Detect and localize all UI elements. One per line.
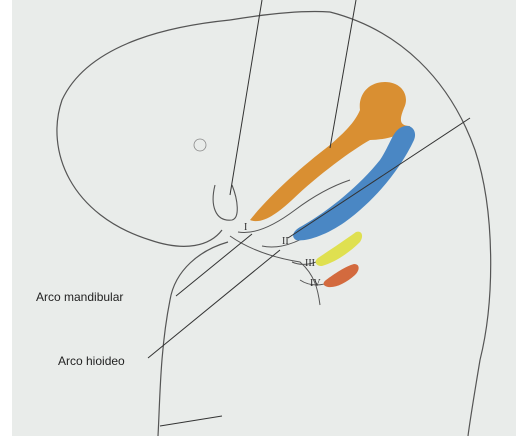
arch-numeral-2: II [282, 236, 289, 247]
left-margin [0, 0, 12, 436]
label-arco-mandibular: Arco mandibular [36, 290, 123, 304]
arch-numeral-4: IV [310, 278, 321, 289]
arch-numeral-3: III [305, 258, 315, 269]
right-margin [516, 0, 528, 436]
arch-numeral-1: I [244, 222, 247, 233]
label-arco-hioideo: Arco hioideo [58, 354, 125, 368]
